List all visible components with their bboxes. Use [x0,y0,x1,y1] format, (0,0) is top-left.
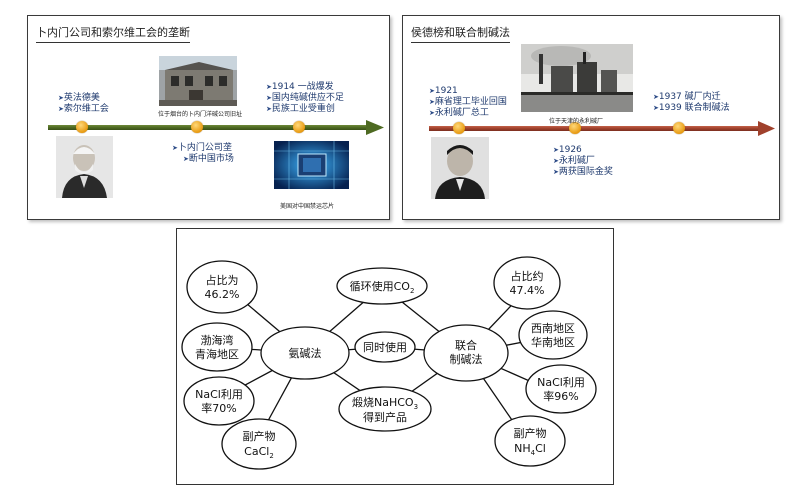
bullet-item: 两获国际金奖 [553,167,613,178]
panel-title: 卜内门公司和索尔维工会的垄断 [36,24,190,43]
portrait-photo [431,137,489,199]
timeline-dot [293,121,305,133]
left-node-region [181,322,253,372]
right-node-region [518,310,588,360]
node-text: 联合 [455,338,477,352]
chip-image [274,141,349,189]
bullet-item: 英法德美 [58,93,109,104]
timeline-panel-solvay: 卜内门公司和索尔维工会的垄断 英法德美 索尔维工会 位于烟台 [27,15,390,220]
node-text: 率96% [543,389,578,403]
timeline-arrow [429,121,775,136]
node-text: 率70% [201,401,236,415]
bullet-item: 国内纯碱供应不足 [266,93,344,104]
node-text: CaCl2 [244,445,274,460]
node-text: 煅烧NaHCO3 [352,395,418,411]
bullet-item: 1939 联合制碱法 [653,103,730,114]
node-text: NaCl利用 [195,388,243,401]
node-text: 循环使用CO2 [350,280,415,295]
right-node-byproduct [494,415,566,467]
bullet-list: 1914 一战爆发 国内纯碱供应不足 民族工业受重创 [266,82,344,115]
bullet-item: 1926 [553,145,613,156]
shared-node-use [354,331,416,363]
shared-node-co2 [336,267,428,305]
comparison-diagram: 氨碱法 联合 制碱法 循环使用CO2 同时使用 煅烧NaHCO3 得到产品 占比… [176,228,614,485]
bullet-item: 民族工业受重创 [266,104,344,115]
node-text: NH4Cl [514,442,546,457]
bullet-list: 1937 碱厂内迁 1939 联合制碱法 [653,92,730,114]
bullet-item: 1937 碱厂内迁 [653,92,730,103]
bullet-item: 永利碱厂 [553,156,613,167]
timeline-arrow [48,120,384,135]
factory-photo [159,56,237,106]
factory-image [521,44,633,112]
photo-caption: 位于天津的永利碱厂 [549,118,604,125]
timeline-dot [76,121,88,133]
node-text: 占比为 [206,273,239,287]
timeline-dot [191,121,203,133]
node-text: 46.2% [205,288,240,301]
node-text: 47.4% [510,284,545,297]
portrait-photo [56,136,113,198]
left-node-share [186,260,258,314]
node-text: 副产物 [514,426,547,440]
node-text: 渤海湾 [201,333,234,347]
node-text: 得到产品 [363,410,407,424]
timeline-dot [673,122,685,134]
node-text: 制碱法 [450,352,483,366]
node-text: 西南地区 [531,322,575,335]
timeline-panel-hou: 侯德榜和联合制碱法 1921 麻省理工毕业回国 永利碱厂总工 位 [402,15,780,220]
bullet-item: 1914 一战爆发 [266,82,344,93]
panel-title: 侯德榜和联合制碱法 [411,24,510,43]
bullet-item: 索尔维工会 [58,104,109,115]
portrait-image [431,137,489,199]
shared-node-nahco3 [338,386,432,432]
factory-photo [521,44,633,112]
photo-caption: 位于烟台的卜内门洋碱公司旧址 [158,111,243,118]
left-node-nacl-rate [183,376,255,426]
bullet-item: 断中国市场 [172,154,234,165]
bullet-item: 1921 [429,86,507,97]
node-text: 副产物 [243,429,276,443]
node-text: 占比约 [511,269,544,283]
bullet-item: 永利碱厂总工 [429,108,507,119]
node-text: 氨碱法 [289,346,322,360]
bullet-item: 麻省理工毕业回国 [429,97,507,108]
node-text: 同时使用 [363,341,407,354]
concept-map: 氨碱法 联合 制碱法 循环使用CO2 同时使用 煅烧NaHCO3 得到产品 占比… [181,256,597,470]
timeline-dot [569,122,581,134]
node-text: NaCl利用 [537,376,585,389]
node-text: 青海地区 [195,347,239,361]
left-node-byproduct [221,418,297,470]
hou-process-node [423,324,509,382]
bullet-list: 英法德美 索尔维工会 [58,93,109,115]
bullet-item: 卜内门公司垄 [172,143,234,154]
bullet-list: 1926 永利碱厂 两获国际金奖 [553,145,613,178]
ammonia-soda-process-node [260,326,350,380]
chip-photo [274,141,349,189]
timeline-dot [453,122,465,134]
photo-caption: 美国对中国禁运芯片 [280,203,335,210]
factory-image [159,56,237,106]
node-text: 华南地区 [531,335,575,349]
portrait-image [56,136,113,198]
bullet-list: 卜内门公司垄 断中国市场 [172,143,234,165]
right-node-share [493,256,561,310]
bullet-list: 1921 麻省理工毕业回国 永利碱厂总工 [429,86,507,119]
right-node-nacl-rate [525,364,597,414]
